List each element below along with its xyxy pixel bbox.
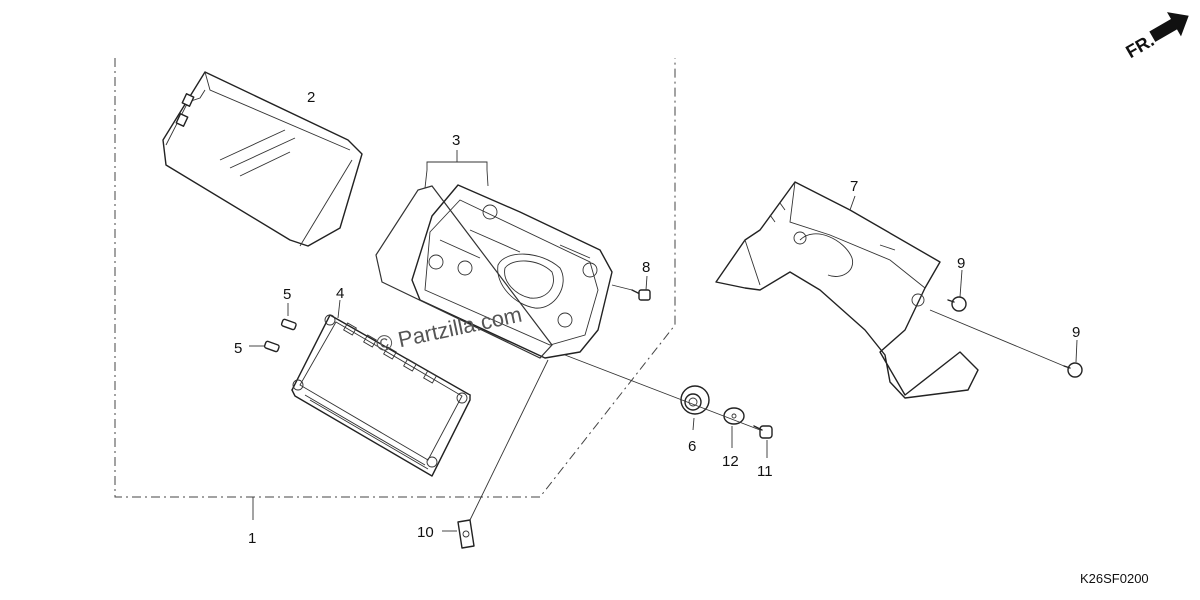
callout-10: 10 (417, 524, 434, 541)
screw-axis (929, 309, 1065, 367)
part-lens-cover[interactable] (162, 71, 363, 247)
part-pin-lower[interactable] (249, 340, 280, 353)
front-direction-indicator: FR. (1122, 12, 1189, 62)
callout-4: 4 (336, 285, 344, 302)
part-meter-cover[interactable] (715, 181, 979, 399)
part-screw-9-upper[interactable] (947, 269, 967, 312)
part-pin-upper[interactable] (280, 303, 297, 331)
fastener-axis (564, 354, 761, 431)
part-grommet[interactable] (680, 385, 710, 431)
part-screw-11[interactable] (753, 425, 773, 458)
callout-9-lower: 9 (1072, 324, 1080, 341)
callout-2: 2 (307, 89, 315, 106)
callout-1: 1 (248, 530, 256, 547)
part-display-unit[interactable] (291, 299, 471, 477)
drawing-code: K26SF0200 (1080, 571, 1149, 586)
callout-9-upper: 9 (957, 255, 965, 272)
callout-5-lower: 5 (234, 340, 242, 357)
callout-6: 6 (688, 438, 696, 455)
part-clip-nut[interactable] (442, 359, 549, 549)
callout-8: 8 (642, 259, 650, 276)
callout-7: 7 (850, 178, 858, 195)
part-screw-8[interactable] (611, 275, 651, 301)
assembly-boundary (114, 58, 676, 520)
part-washer[interactable] (723, 407, 745, 448)
part-screw-9-lower[interactable] (1063, 339, 1083, 378)
arrow-icon (1149, 12, 1189, 42)
callout-12: 12 (722, 453, 739, 470)
callout-5-upper: 5 (283, 286, 291, 303)
part-meter-case[interactable] (375, 150, 613, 359)
callout-11: 11 (757, 463, 773, 480)
callout-3: 3 (452, 132, 460, 149)
